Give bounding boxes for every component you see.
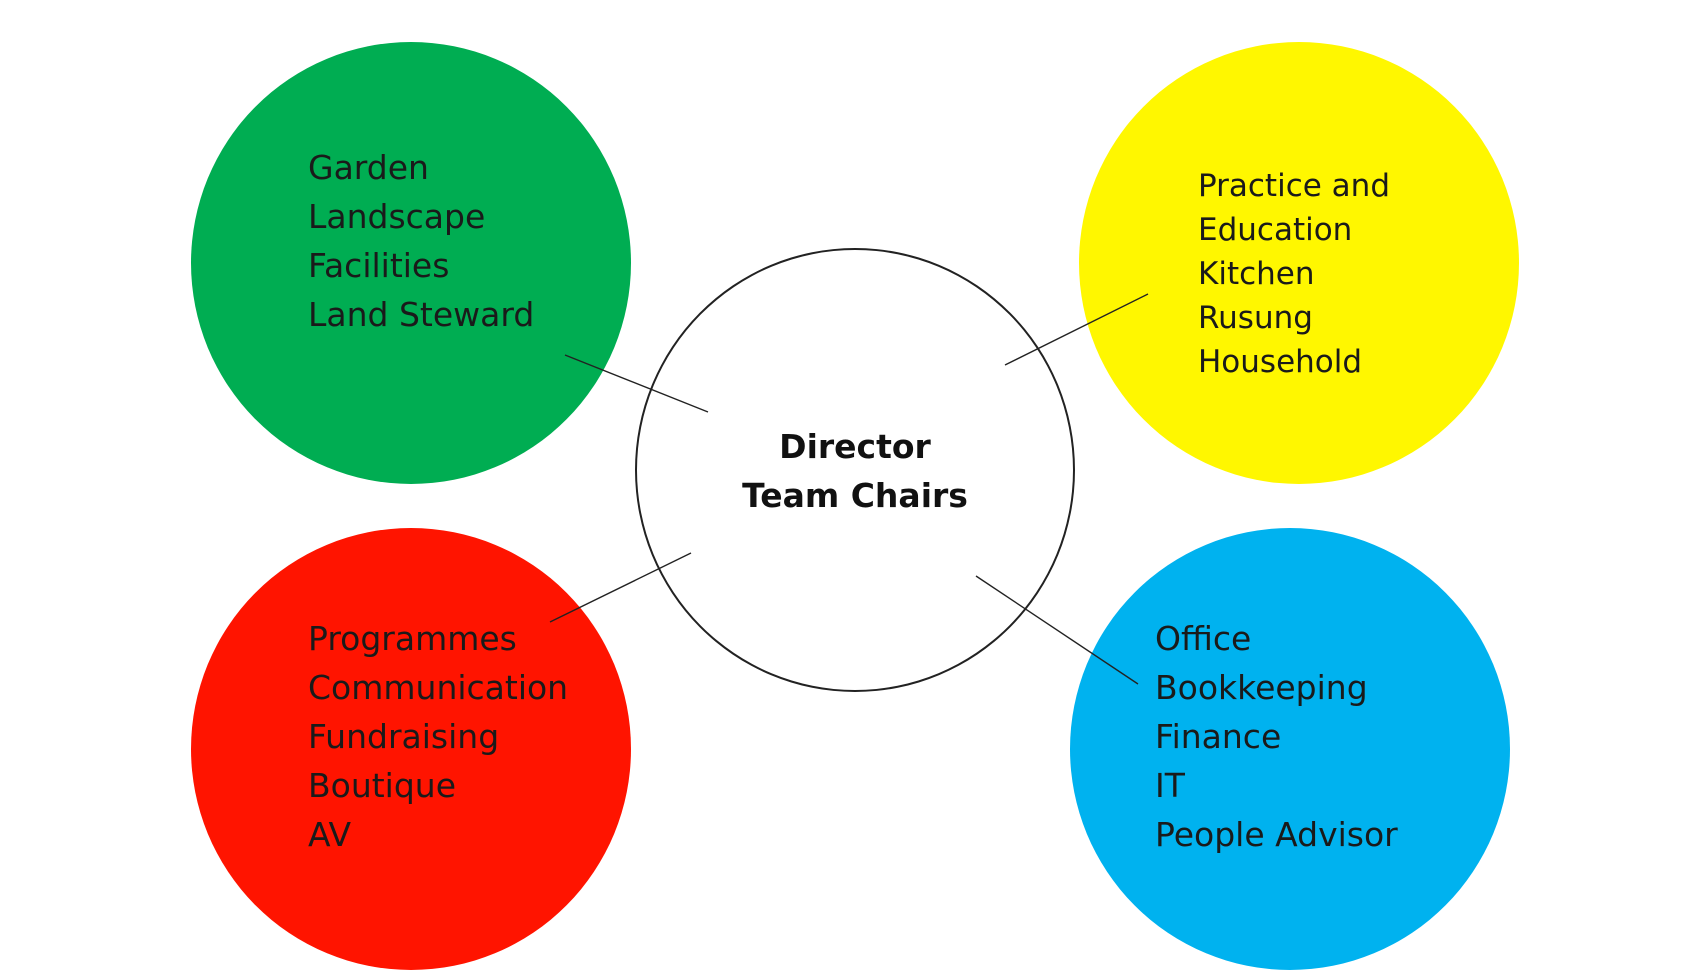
list-item: Landscape [308, 197, 486, 236]
list-item: Finance [1155, 717, 1282, 756]
yellow-team-circle [1079, 42, 1519, 484]
list-item: Bookkeeping [1155, 668, 1368, 707]
list-item: Household [1198, 344, 1363, 380]
list-item: IT [1155, 766, 1185, 805]
list-item: Kitchen [1198, 256, 1315, 292]
blue-team-list: Office Bookkeeping Finance IT People Adv… [1155, 614, 1398, 859]
list-item: Communication [308, 668, 569, 707]
center-label-line-2: Team Chairs [742, 476, 968, 515]
list-item: Garden [308, 148, 429, 187]
list-item: Fundraising [308, 717, 500, 756]
list-item: Facilities [308, 246, 450, 285]
green-team-circle [191, 42, 631, 484]
list-item: People Advisor [1155, 815, 1398, 854]
list-item: Boutique [308, 766, 457, 805]
list-item: Programmes [308, 619, 517, 658]
center-label-line-1: Director [779, 427, 931, 466]
list-item: Office [1155, 619, 1252, 658]
list-item: Practice and [1198, 168, 1390, 204]
center-label: Director Team Chairs [700, 422, 1010, 520]
green-team-list: Garden Landscape Facilities Land Steward [308, 143, 534, 339]
list-item: AV [308, 815, 352, 854]
list-item: Education [1198, 212, 1353, 248]
list-item: Land Steward [308, 295, 535, 334]
yellow-team-list: Practice and Education Kitchen Rusung Ho… [1198, 164, 1390, 384]
red-team-list: Programmes Communication Fundraising Bou… [308, 614, 568, 859]
blue-team-circle [1070, 528, 1510, 970]
list-item: Rusung [1198, 300, 1313, 336]
